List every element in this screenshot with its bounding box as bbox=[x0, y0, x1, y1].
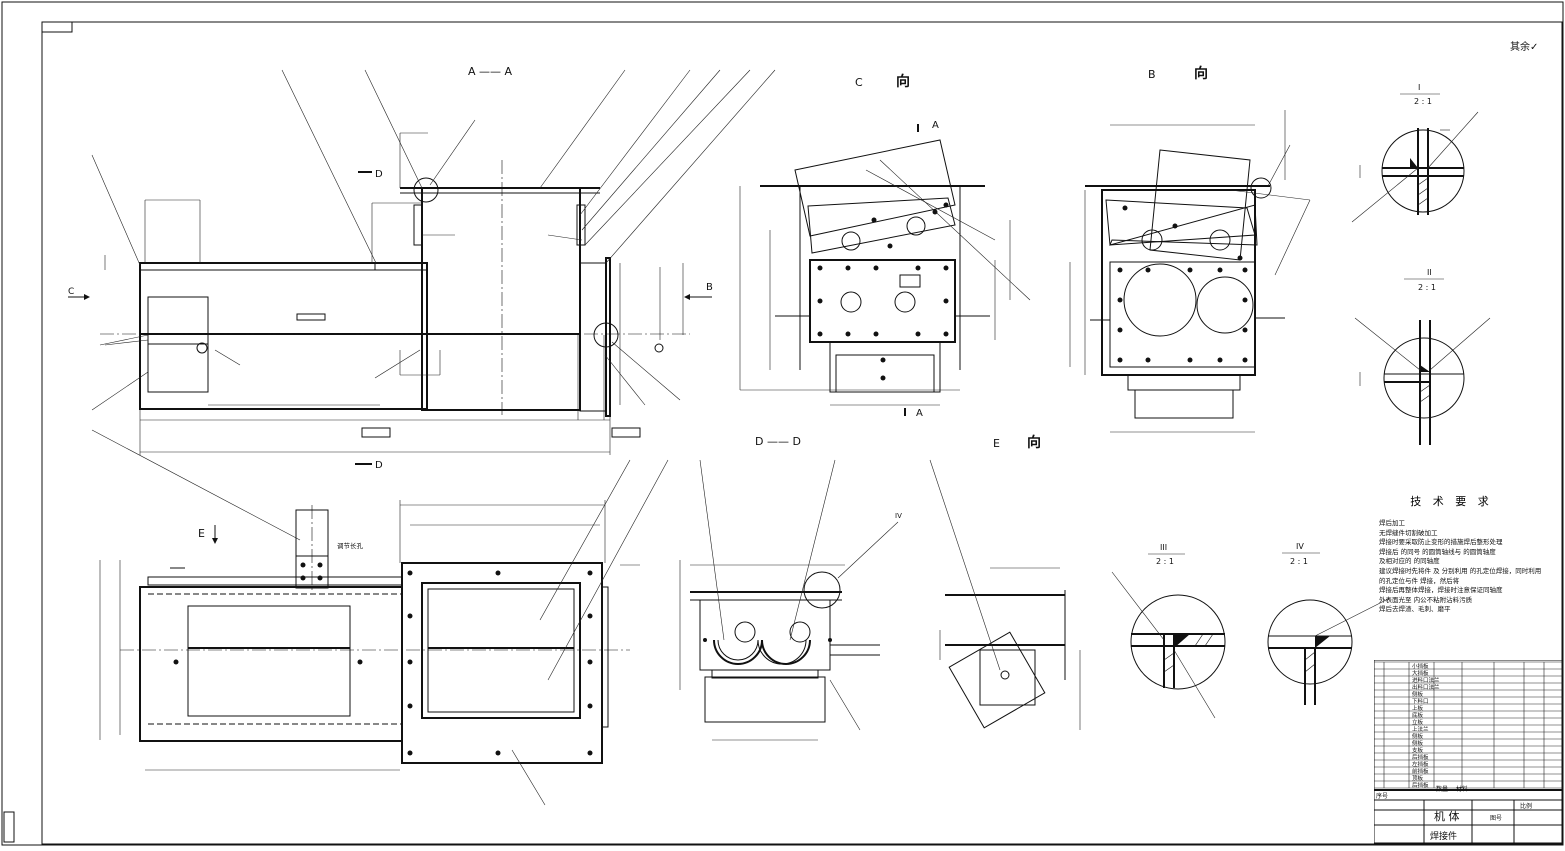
note-line: 无焊缝件切割破加工 bbox=[1379, 528, 1438, 537]
note-line: 建议焊接时先将件 及 分别利用 的孔定位焊接，同时利用 bbox=[1379, 566, 1542, 575]
view-c-direction: 向 bbox=[896, 73, 910, 90]
inner-frame bbox=[41, 21, 1563, 845]
view-dd-section: D —— D IV bbox=[679, 435, 902, 741]
note-line: 焊接后 的同号 的圆筒轴线与 的圆筒轴度 bbox=[1379, 547, 1496, 556]
bom-part-name: 后挡板 bbox=[1412, 781, 1429, 789]
bom-part-name: 底板 bbox=[1412, 711, 1424, 719]
note-line: 焊后去焊渣、毛刺、磨平 bbox=[1379, 605, 1451, 614]
note-line: 及相对应的 的同轴度 bbox=[1379, 557, 1440, 566]
bom-part-name: 侧板 bbox=[1412, 732, 1424, 740]
detail-iii-scale: 2 : 1 bbox=[1156, 557, 1174, 566]
bom-table: 小挡板大挡板进料口法兰出料口法兰侧板下料口上板底板立板上法兰侧板侧板支板后挡板左… bbox=[1374, 661, 1563, 789]
side-label-box bbox=[3, 811, 15, 843]
notes-title: 技 术 要 求 bbox=[1410, 495, 1493, 508]
note-line: 焊后加工 bbox=[1379, 519, 1405, 527]
view-e-direction: E 向 bbox=[929, 434, 1081, 730]
label-a-bottom: A bbox=[916, 408, 923, 419]
note-line: 焊接后再整体焊接，焊接时注意保证同轴度 bbox=[1379, 586, 1503, 595]
label-b-arrow: B bbox=[706, 282, 713, 293]
view-c-title: C bbox=[855, 76, 863, 89]
title-block: 小挡板大挡板进料口法兰出料口法兰侧板下料口上板底板立板上法兰侧板侧板支板后挡板左… bbox=[1374, 660, 1564, 844]
technical-requirements: 技 术 要 求 焊后加工 无焊缝件切割破加工 焊接时要采取防止变形的措施焊后整形… bbox=[1379, 493, 1564, 615]
view-dd-title: D —— D bbox=[755, 435, 801, 448]
detail-iii: III 2 : 1 bbox=[1111, 543, 1226, 719]
tb-material-label: 材料 bbox=[1456, 785, 1468, 793]
view-e-plan: E 调节长孔 bbox=[99, 459, 669, 806]
note-line: 的孔定位与件 焊接，然后将 bbox=[1379, 576, 1460, 585]
bom-part-name: 侧板 bbox=[1412, 739, 1424, 747]
detail-i-roman: I bbox=[1418, 83, 1420, 92]
detail-ii-scale: 2 : 1 bbox=[1418, 283, 1436, 292]
corner-mark: 其余✓ bbox=[1510, 40, 1538, 53]
bom-part-name: 立板 bbox=[1412, 718, 1424, 726]
detail-iv-scale: 2 : 1 bbox=[1290, 557, 1308, 566]
view-b: B 向 bbox=[1069, 65, 1311, 433]
label-d-top: D bbox=[375, 169, 383, 180]
tb-ref-label: 图号 bbox=[1490, 815, 1502, 822]
bom-part-name: 后挡板 bbox=[1412, 753, 1429, 761]
bom-part-name: 左挡板 bbox=[1412, 760, 1429, 768]
bom-part-name: 出料口法兰 bbox=[1412, 683, 1440, 691]
tb-scale-label: 比例 bbox=[1520, 802, 1532, 810]
bom-part-name: 侧板 bbox=[1412, 690, 1424, 698]
detail-iii-roman: III bbox=[1160, 543, 1167, 552]
bom-part-name: 小挡板 bbox=[1412, 662, 1429, 670]
tb-part-name: 机 体 bbox=[1434, 809, 1460, 823]
tb-mark-label: 序号 bbox=[1376, 792, 1388, 800]
detail-iv: IV 2 : 1 bbox=[1267, 542, 1391, 705]
bom-part-name: 上法兰 bbox=[1412, 725, 1429, 733]
note-line: 焊接时要采取防止变形的措施焊后整形处理 bbox=[1379, 538, 1503, 547]
detail-i-scale: 2 : 1 bbox=[1414, 97, 1432, 106]
label-a-top: A bbox=[932, 120, 939, 131]
slot-note: 调节长孔 bbox=[337, 541, 364, 550]
label-d-bottom: D bbox=[375, 460, 383, 471]
sheet-code-box bbox=[41, 21, 73, 33]
detail-iv-roman: IV bbox=[1296, 542, 1304, 551]
view-e-title: E bbox=[993, 437, 1000, 450]
detail-ii-roman: II bbox=[1427, 268, 1432, 277]
detail-i: I 2 : 1 bbox=[1351, 83, 1479, 223]
bom-part-name: 下料口 bbox=[1412, 697, 1429, 705]
view-b-direction: 向 bbox=[1194, 65, 1208, 82]
detail-ii: II 2 : 1 bbox=[1354, 268, 1491, 445]
bom-part-name: 进料口法兰 bbox=[1412, 676, 1440, 684]
tb-subtitle: 焊接件 bbox=[1430, 830, 1457, 842]
note-line: 外表面光至 内公不粘附沾料污质 bbox=[1379, 595, 1473, 604]
bom-part-name: 上板 bbox=[1412, 704, 1424, 712]
view-b-title: B bbox=[1148, 68, 1156, 81]
bom-part-name: 顶板 bbox=[1412, 774, 1424, 782]
bom-part-name: 前挡板 bbox=[1412, 767, 1429, 775]
bom-part-name: 支板 bbox=[1412, 746, 1424, 754]
view-c: C 向 A A bbox=[739, 73, 1031, 419]
view-aa-section: A —— A bbox=[68, 65, 776, 541]
callout-iv: IV bbox=[895, 512, 902, 520]
view-e-dir-char: 向 bbox=[1027, 434, 1041, 451]
label-c-arrow: C bbox=[68, 287, 74, 297]
bom-part-name: 大挡板 bbox=[1412, 669, 1429, 677]
view-aa-title: A —— A bbox=[468, 65, 513, 78]
tb-qty-label: 数量 bbox=[1436, 785, 1448, 793]
view-e-label: E bbox=[198, 527, 205, 540]
